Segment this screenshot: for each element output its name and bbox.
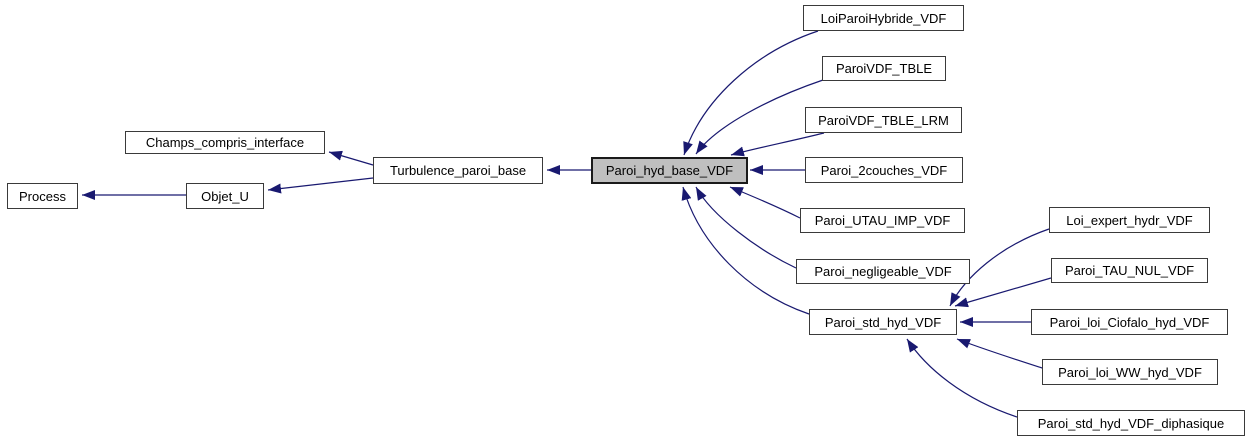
node-paroivdf-tble-lrm[interactable]: ParoiVDF_TBLE_LRM [805, 107, 962, 133]
node-paroi-2couches-vdf[interactable]: Paroi_2couches_VDF [805, 157, 963, 183]
node-paroi-hyd-base-vdf[interactable]: Paroi_hyd_base_VDF [591, 157, 748, 184]
node-paroi-loi-ciofalo-hyd-vdf[interactable]: Paroi_loi_Ciofalo_hyd_VDF [1031, 309, 1228, 335]
edge-turbulence-to-objet_u [267, 177, 374, 194]
edge-paroi_std_diphasique-to-paroi_std_hyd [906, 338, 1018, 418]
node-paroi-std-hyd-vdf[interactable]: Paroi_std_hyd_VDF [809, 309, 957, 335]
node-paroi-loi-ww-hyd-vdf[interactable]: Paroi_loi_WW_hyd_VDF [1042, 359, 1218, 385]
edge-loi_expert-to-paroi_std_hyd [949, 228, 1050, 307]
node-objet-u[interactable]: Objet_U [186, 183, 264, 209]
edge-paroivdf_tble_lrm-to-paroi_hyd_base [730, 132, 825, 157]
edge-paroi_tau_nul-to-paroi_std_hyd [954, 277, 1052, 308]
edge-turbulence-to-champs_compris [328, 150, 374, 166]
node-loi-expert-hydr-vdf[interactable]: Loi_expert_hydr_VDF [1049, 207, 1210, 233]
node-champs-compris-interface[interactable]: Champs_compris_interface [125, 131, 325, 154]
node-paroi-tau-nul-vdf[interactable]: Paroi_TAU_NUL_VDF [1051, 258, 1208, 283]
node-process[interactable]: Process [7, 183, 78, 209]
node-paroi-std-hyd-vdf-diphasique[interactable]: Paroi_std_hyd_VDF_diphasique [1017, 410, 1245, 436]
edge-paroi_utau_imp-to-paroi_hyd_base [729, 186, 801, 219]
node-loiparoihybride-vdf[interactable]: LoiParoiHybride_VDF [803, 5, 964, 31]
edge-paroivdf_tble-to-paroi_hyd_base [695, 79, 824, 155]
node-paroivdf-tble[interactable]: ParoiVDF_TBLE [822, 56, 946, 81]
edge-paroi_loi_ww-to-paroi_std_hyd [956, 338, 1043, 369]
node-turbulence-paroi-base[interactable]: Turbulence_paroi_base [373, 157, 543, 184]
edge-paroi_negligeable-to-paroi_hyd_base [695, 186, 797, 269]
edge-paroi_std_hyd-to-paroi_hyd_base [681, 186, 810, 315]
node-paroi-negligeable-vdf[interactable]: Paroi_negligeable_VDF [796, 259, 970, 284]
node-paroi-utau-imp-vdf[interactable]: Paroi_UTAU_IMP_VDF [800, 208, 965, 233]
edge-loiparoihybride-to-paroi_hyd_base [683, 30, 819, 156]
